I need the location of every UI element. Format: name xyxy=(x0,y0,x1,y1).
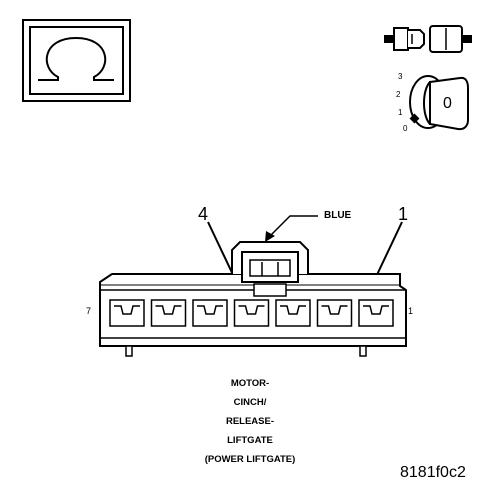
connector-cavities xyxy=(109,299,394,327)
connector-lock-tab xyxy=(231,241,309,297)
connector-color-label: BLUE xyxy=(324,210,352,221)
connector-cavity xyxy=(358,299,394,327)
description-line: CINCH/ xyxy=(233,397,267,408)
ignition-position-1: 1 xyxy=(398,108,403,117)
description-line: RELEASE- xyxy=(225,416,275,427)
end-pin-number-right: 1 xyxy=(408,306,414,316)
connector-cavity xyxy=(275,299,311,327)
callout-pin-1: 1 xyxy=(398,204,409,224)
end-pin-number-left: 7 xyxy=(86,306,92,316)
connector-cavity xyxy=(316,299,353,327)
ignition-position-0: 0 xyxy=(403,124,408,133)
ignition-key-icon xyxy=(409,75,469,131)
description-line: (POWER LIFTGATE) xyxy=(204,454,296,465)
figure-id: 8181f0c2 xyxy=(400,464,466,481)
connector-cavity xyxy=(233,299,270,327)
callout-pin-4: 4 xyxy=(198,204,209,224)
omega-ohm-icon xyxy=(22,19,131,102)
connector-cavity xyxy=(192,299,228,327)
connector-description: MOTOR- CINCH/ RELEASE- LIFTGATE (POWER L… xyxy=(170,374,330,469)
connector-cavity xyxy=(150,299,187,327)
description-line: LIFTGATE xyxy=(227,435,273,446)
ignition-key-label: 0 xyxy=(443,95,452,112)
connector-disconnect-icon xyxy=(384,25,472,53)
ignition-position-3: 3 xyxy=(398,72,403,81)
connector-cavity xyxy=(109,299,145,327)
ignition-position-2: 2 xyxy=(396,90,401,99)
description-line: MOTOR- xyxy=(230,378,270,389)
